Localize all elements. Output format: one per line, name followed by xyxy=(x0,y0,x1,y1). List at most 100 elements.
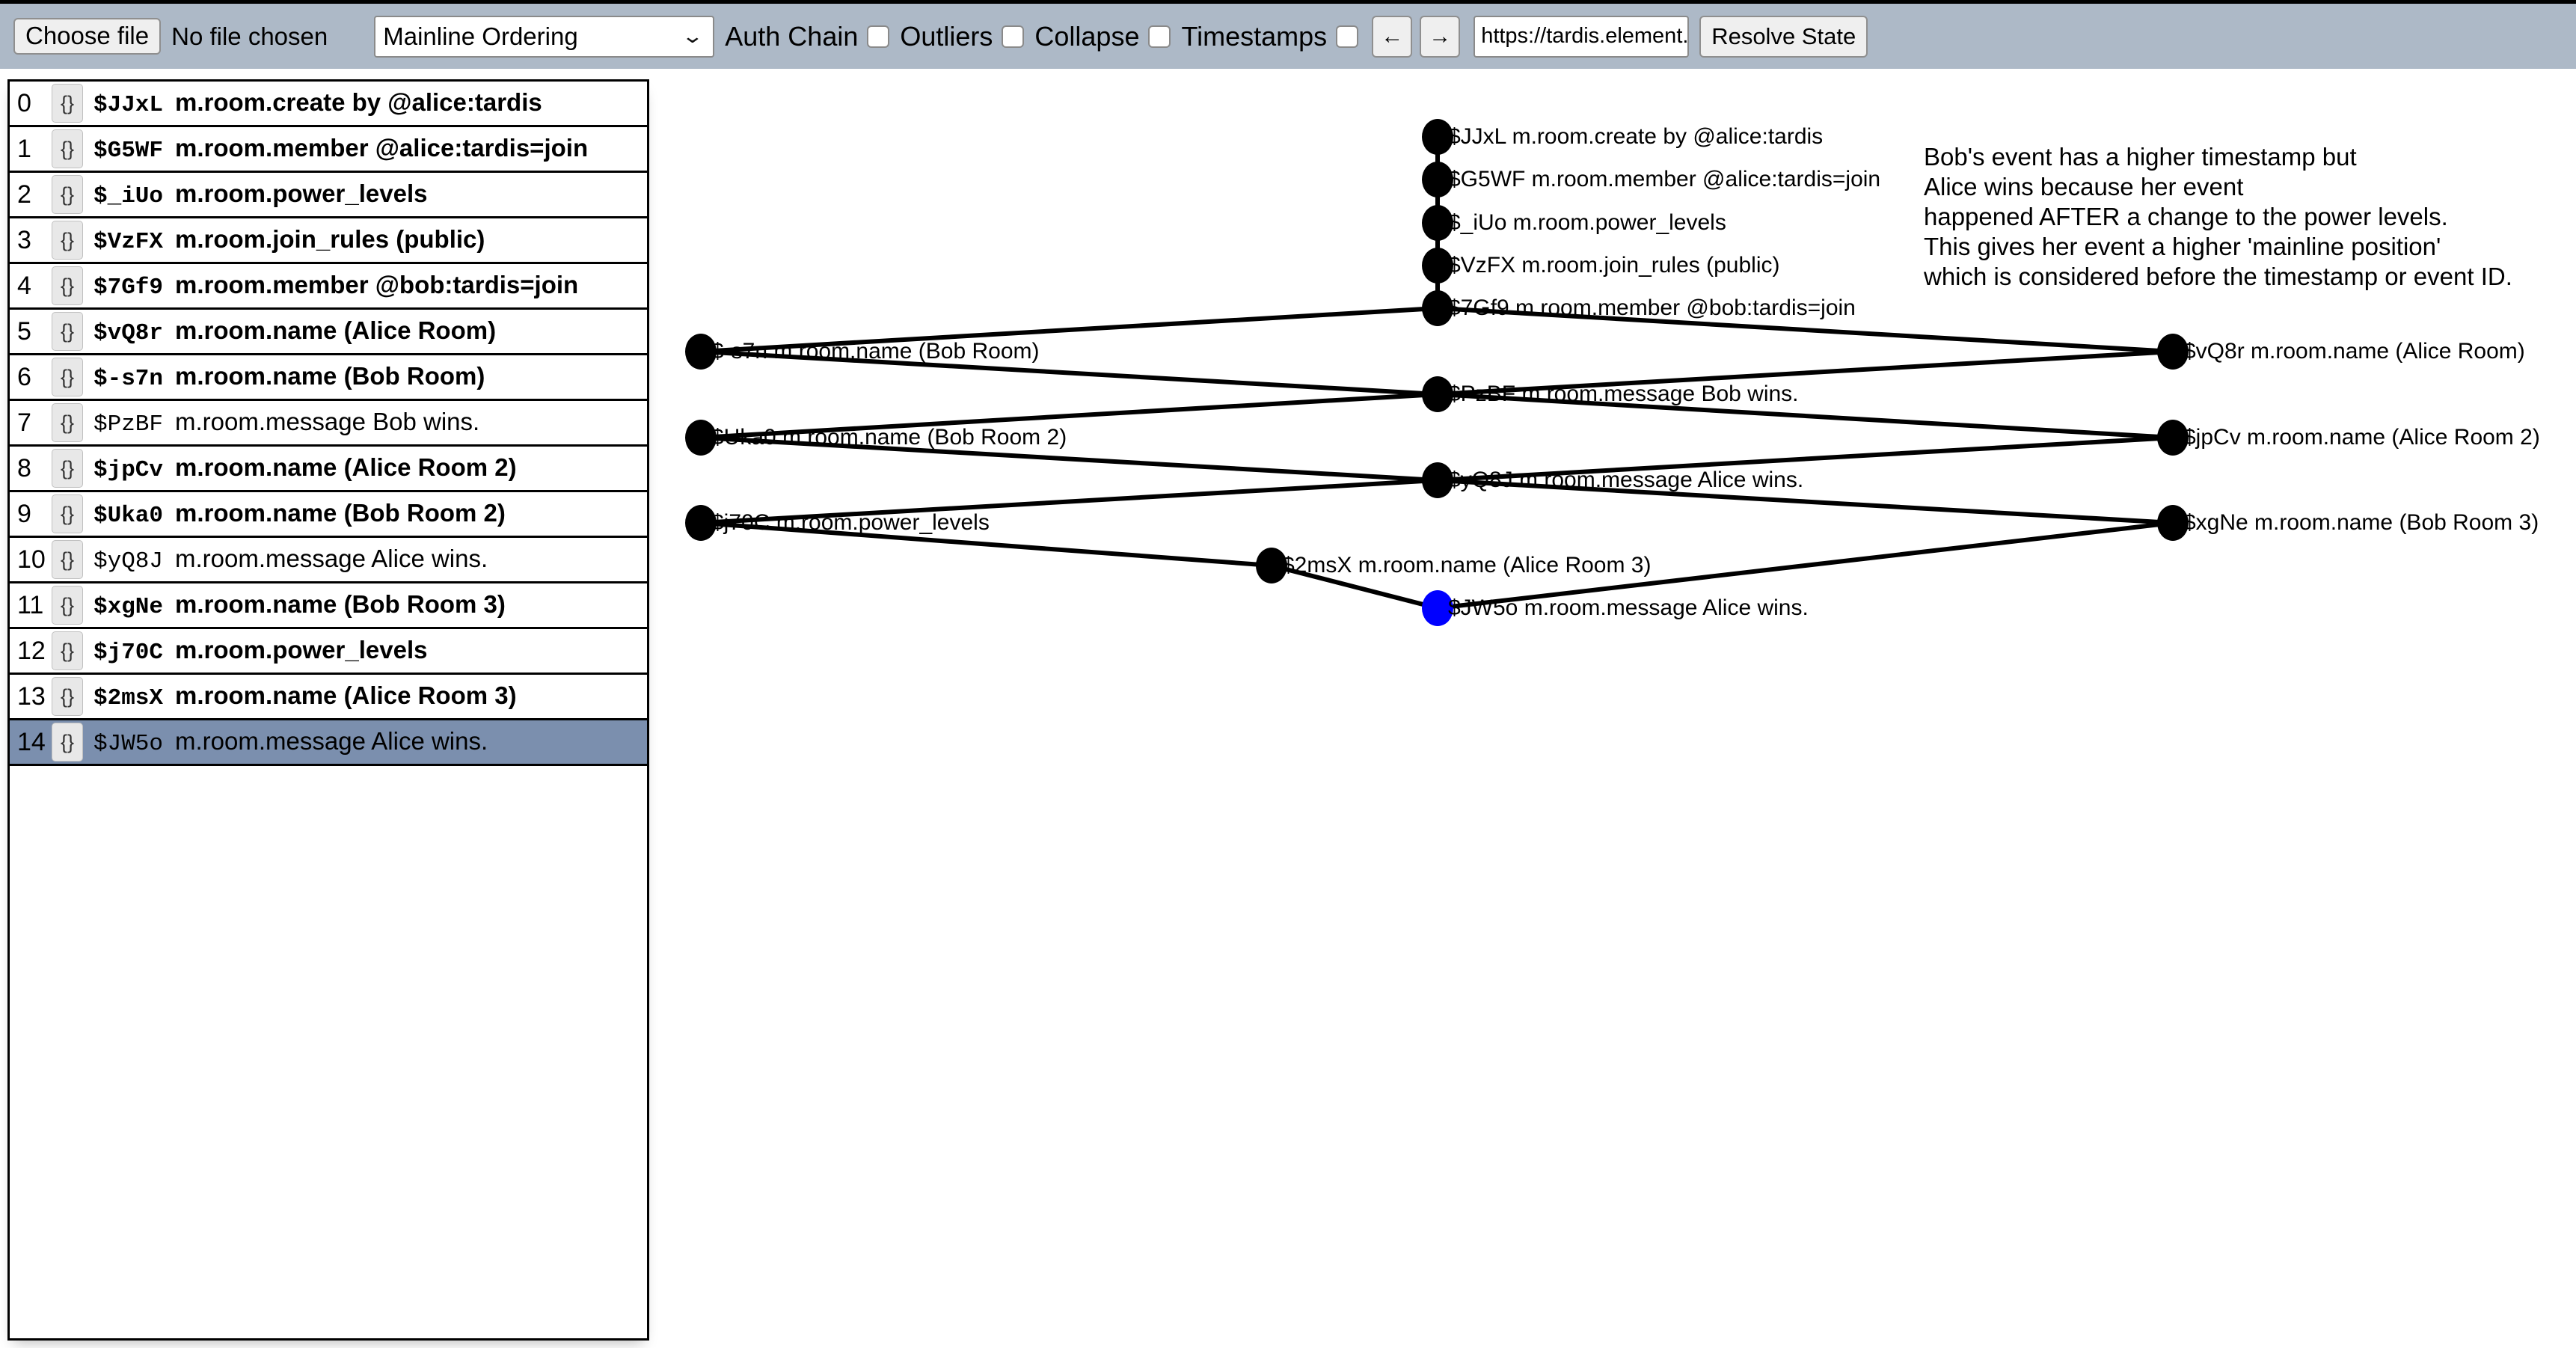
annotation-line: happened AFTER a change to the power lev… xyxy=(1924,203,2448,230)
back-button[interactable]: ← xyxy=(1372,15,1413,58)
event-json-button[interactable]: {} xyxy=(52,312,83,351)
event-index: 8 xyxy=(17,453,31,482)
dag-node[interactable] xyxy=(2157,420,2189,456)
collapse-checkbox-group[interactable]: Collapse xyxy=(1034,21,1171,52)
dag-node[interactable] xyxy=(1422,590,1453,626)
forward-button[interactable]: → xyxy=(1420,15,1461,58)
event-description: m.room.name (Bob Room 3) xyxy=(175,590,506,618)
event-list-item[interactable]: 5 {} $vQ8r m.room.name (Alice Room) xyxy=(10,310,647,355)
event-index: 0 xyxy=(17,88,31,117)
event-json-button[interactable]: {} xyxy=(52,494,83,533)
ordering-select[interactable]: Mainline Ordering ⌄ xyxy=(374,15,715,58)
event-json-button[interactable]: {} xyxy=(52,677,83,716)
dag-node[interactable] xyxy=(1422,290,1453,326)
event-json-button[interactable]: {} xyxy=(52,84,83,123)
event-description: m.room.name (Bob Room 2) xyxy=(175,499,506,527)
event-json-button[interactable]: {} xyxy=(52,221,83,260)
event-json-button[interactable]: {} xyxy=(52,449,83,488)
dag-edge xyxy=(700,521,1272,568)
event-json-button[interactable]: {} xyxy=(52,266,83,305)
resolve-state-button[interactable]: Resolve State xyxy=(1699,15,1868,58)
event-summary: $JW5o m.room.message Alice wins. xyxy=(93,727,488,757)
event-id: $xgNe xyxy=(93,594,164,620)
server-url-input[interactable]: https://tardis.element.dev xyxy=(1473,15,1690,58)
event-id: $PzBF xyxy=(93,411,164,438)
event-description: m.room.message Alice wins. xyxy=(175,727,488,755)
dag-node[interactable] xyxy=(1422,119,1453,155)
event-index: 2 xyxy=(17,180,31,209)
event-id: $VzFX xyxy=(93,229,164,255)
dag-edge xyxy=(1437,306,2174,354)
event-description: m.room.name (Alice Room 3) xyxy=(175,681,517,709)
event-index: 10 xyxy=(17,545,46,574)
dag-node[interactable] xyxy=(2157,505,2189,541)
no-file-chosen-label: No file chosen xyxy=(171,22,328,50)
dag-node[interactable] xyxy=(685,334,717,370)
dag-edge xyxy=(1437,435,2174,482)
event-json-button[interactable]: {} xyxy=(52,631,83,670)
dag-node[interactable] xyxy=(685,420,717,456)
dag-node[interactable] xyxy=(1422,205,1453,241)
dag-edge xyxy=(1437,349,2174,396)
dag-edge xyxy=(700,478,1438,525)
outliers-label: Outliers xyxy=(900,20,993,52)
event-index: 12 xyxy=(17,636,46,665)
event-json-button[interactable]: {} xyxy=(52,586,83,625)
dag-node[interactable] xyxy=(1422,162,1453,197)
timestamps-checkbox[interactable] xyxy=(1336,25,1359,48)
event-id: $vQ8r xyxy=(93,320,164,346)
auth-chain-checkbox[interactable] xyxy=(867,25,890,48)
event-json-button[interactable]: {} xyxy=(52,129,83,168)
dag-node[interactable] xyxy=(1422,462,1453,498)
outliers-checkbox-group[interactable]: Outliers xyxy=(900,20,1025,52)
dag-node[interactable] xyxy=(1256,548,1287,583)
event-description: m.room.name (Bob Room) xyxy=(175,362,485,390)
event-json-button[interactable]: {} xyxy=(52,403,83,442)
event-json-button[interactable]: {} xyxy=(52,175,83,214)
choose-file-button[interactable]: Choose file xyxy=(13,18,162,55)
event-index: 5 xyxy=(17,316,31,346)
event-description: m.room.name (Alice Room) xyxy=(175,316,497,344)
annotation-line: This gives her event a higher 'mainline … xyxy=(1924,233,2441,260)
timestamps-label: Timestamps xyxy=(1181,20,1328,52)
collapse-checkbox[interactable] xyxy=(1148,25,1171,48)
event-id: $JW5o xyxy=(93,731,164,757)
dag-node[interactable] xyxy=(1422,376,1453,412)
dag-node[interactable] xyxy=(685,505,717,541)
outliers-checkbox[interactable] xyxy=(1002,25,1025,48)
event-json-button[interactable]: {} xyxy=(52,540,83,579)
event-json-button[interactable]: {} xyxy=(52,358,83,396)
dag-node[interactable] xyxy=(2157,334,2189,370)
auth-chain-checkbox-group[interactable]: Auth Chain xyxy=(725,21,890,52)
dag-edge xyxy=(700,435,1438,482)
event-json-button[interactable]: {} xyxy=(52,723,83,762)
dag-node[interactable] xyxy=(1422,248,1453,284)
annotation-line: Bob's event has a higher timestamp but xyxy=(1924,143,2357,171)
timestamps-checkbox-group[interactable]: Timestamps xyxy=(1181,20,1359,52)
ordering-select-value: Mainline Ordering xyxy=(383,22,578,50)
